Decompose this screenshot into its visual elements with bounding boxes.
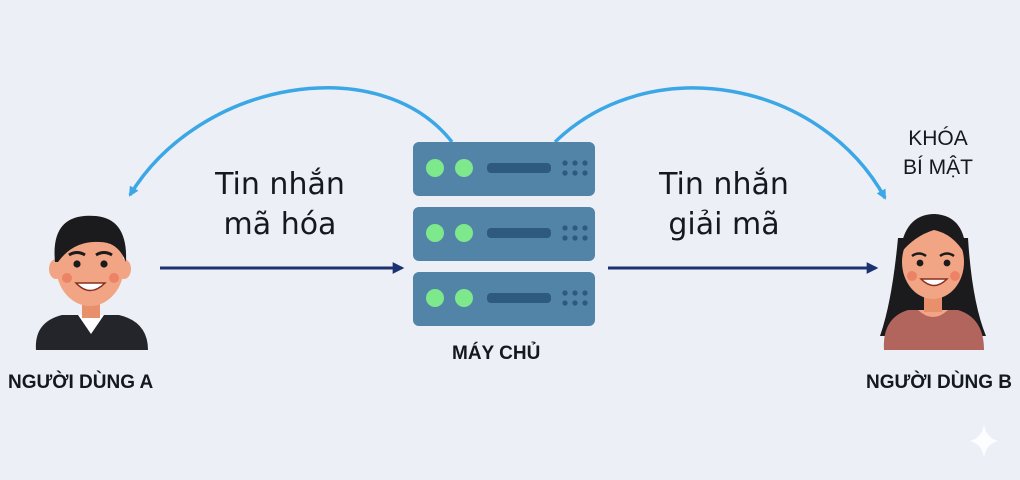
secret-key-line1: KHÓA <box>908 127 968 150</box>
server-rack-icon <box>413 142 595 326</box>
node-label-server: MÁY CHỦ <box>452 343 541 364</box>
woman-avatar-icon <box>880 214 986 350</box>
node-label-user-b: NGƯỜI DÙNG B <box>866 372 1012 393</box>
man-avatar-icon <box>35 215 148 350</box>
edge-label-encrypted-line2: mã hóa <box>223 207 337 242</box>
server-unit-3 <box>413 272 595 326</box>
curved-arrow-server-to-user-a <box>128 86 454 197</box>
secret-key-annotation: KHÓA BÍ MẬT <box>878 124 998 182</box>
edge-label-encrypted: Tin nhắn mã hóa <box>170 165 390 245</box>
edge-label-decrypted-line2: giải mã <box>668 207 780 242</box>
sparkle-icon <box>970 424 998 458</box>
server-unit-2 <box>413 207 595 261</box>
curved-arrow-server-to-user-b <box>553 86 887 200</box>
edge-label-decrypted: Tin nhắn giải mã <box>614 165 834 245</box>
edge-label-decrypted-line1: Tin nhắn <box>659 167 789 202</box>
server-unit-1 <box>413 142 595 196</box>
secret-key-line2: BÍ MẬT <box>902 156 973 179</box>
edge-label-encrypted-line1: Tin nhắn <box>215 167 345 202</box>
node-label-user-a: NGƯỜI DÙNG A <box>8 372 154 393</box>
